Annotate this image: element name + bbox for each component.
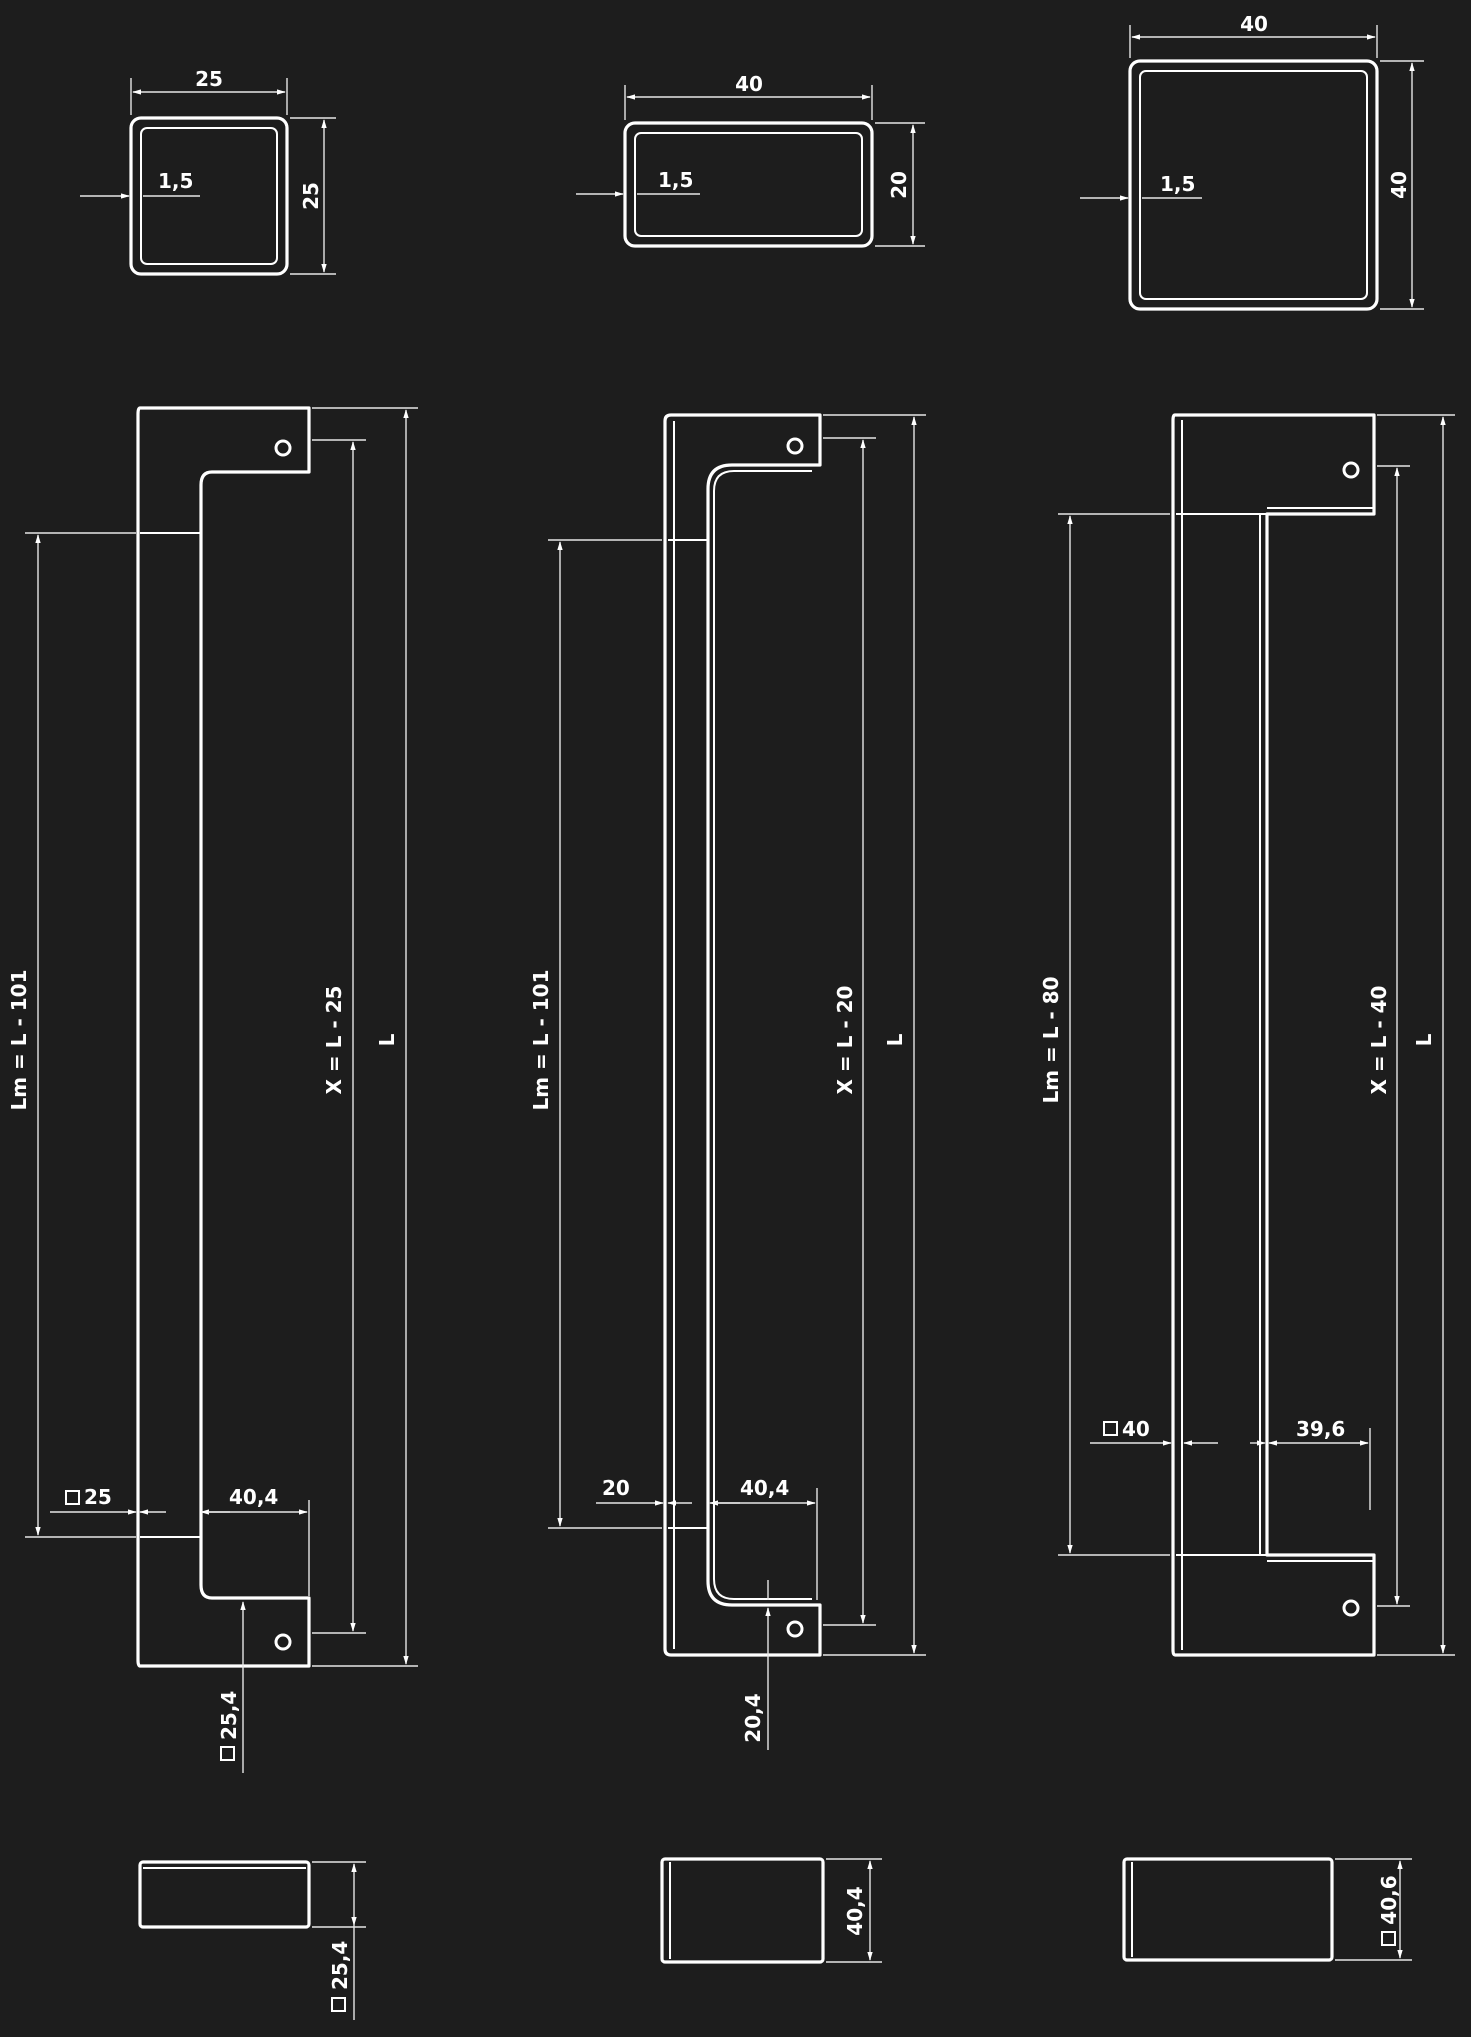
handle-3-offset: 39,6 bbox=[1296, 1417, 1345, 1441]
handle-2-section-height: 20 bbox=[887, 171, 911, 199]
handle-1-end-size: 25,4 bbox=[328, 1941, 352, 1990]
handle-2-side-view: Lm = L - 101 X = L - 20 L 20 40,4 20,4 bbox=[529, 413, 926, 1750]
handle-3-mounting-hole-bottom bbox=[1342, 1599, 1360, 1617]
handle-1-wall-thickness: 1,5 bbox=[158, 169, 193, 193]
handle-2-mounting-hole-bottom bbox=[786, 1620, 804, 1638]
handle-2-cross-section: 40 20 1,5 bbox=[576, 72, 925, 248]
handle-3-cross-section: 40 40 1,5 bbox=[1080, 12, 1424, 311]
handle-1-section-width: 25 bbox=[195, 67, 223, 91]
handle-1-mounting-hole-bottom bbox=[274, 1633, 292, 1651]
handle-2-lm-label: Lm = L - 101 bbox=[529, 970, 553, 1111]
handle-3: 40 40 1,5 Lm = L - 80 bbox=[1039, 12, 1455, 1962]
handle-3-x-label: X = L - 40 bbox=[1367, 986, 1391, 1095]
handle-1-section-height: 25 bbox=[299, 182, 323, 210]
handle-1: 25 25 1,5 Lm = L - 101 X = L - 25 bbox=[7, 67, 418, 2020]
handle-1-cross-section: 25 25 1,5 bbox=[80, 67, 336, 276]
handle-1-foot-size: 25,4 bbox=[217, 1691, 241, 1740]
handle-3-bar-size: 40 bbox=[1122, 1417, 1150, 1441]
handle-3-side-view: Lm = L - 80 X = L - 40 L 40 39,6 bbox=[1039, 413, 1455, 1657]
handle-2-section-width: 40 bbox=[735, 72, 763, 96]
handle-1-l-label: L bbox=[375, 1033, 399, 1046]
handle-2-foot-size: 20,4 bbox=[741, 1693, 765, 1742]
handle-2: 40 20 1,5 Lm = L - 101 bbox=[529, 72, 926, 1964]
handle-2-wall-thickness: 1,5 bbox=[658, 168, 693, 192]
handle-2-bar-size: 20 bbox=[602, 1476, 630, 1500]
handle-3-mounting-hole-top bbox=[1342, 461, 1360, 479]
handle-3-wall-thickness: 1,5 bbox=[1160, 172, 1195, 196]
handle-3-end-size: 40,6 bbox=[1377, 1875, 1401, 1924]
handle-1-end-view: 25,4 bbox=[138, 1860, 366, 2020]
handle-3-section-height: 40 bbox=[1387, 171, 1411, 199]
handle-2-mounting-hole-top bbox=[786, 437, 804, 455]
handle-2-end-view: 40,4 bbox=[660, 1857, 882, 1964]
handle-1-offset: 40,4 bbox=[229, 1485, 278, 1509]
handle-1-lm-label: Lm = L - 101 bbox=[7, 970, 31, 1111]
handle-3-end-view: 40,6 bbox=[1122, 1857, 1412, 1962]
handle-2-l-label: L bbox=[883, 1033, 907, 1046]
handle-2-end-size: 40,4 bbox=[843, 1886, 867, 1935]
handle-1-bar-size: 25 bbox=[84, 1485, 112, 1509]
handle-1-side-view: Lm = L - 101 X = L - 25 L 25 40,4 25,4 bbox=[7, 406, 418, 1773]
handle-3-section-width: 40 bbox=[1240, 12, 1268, 36]
handle-3-lm-label: Lm = L - 80 bbox=[1039, 976, 1063, 1103]
handle-2-offset: 40,4 bbox=[740, 1476, 789, 1500]
handle-1-x-label: X = L - 25 bbox=[322, 986, 346, 1095]
handle-1-mounting-hole-top bbox=[274, 439, 292, 457]
handle-2-x-label: X = L - 20 bbox=[833, 986, 857, 1095]
handle-3-l-label: L bbox=[1412, 1033, 1436, 1046]
